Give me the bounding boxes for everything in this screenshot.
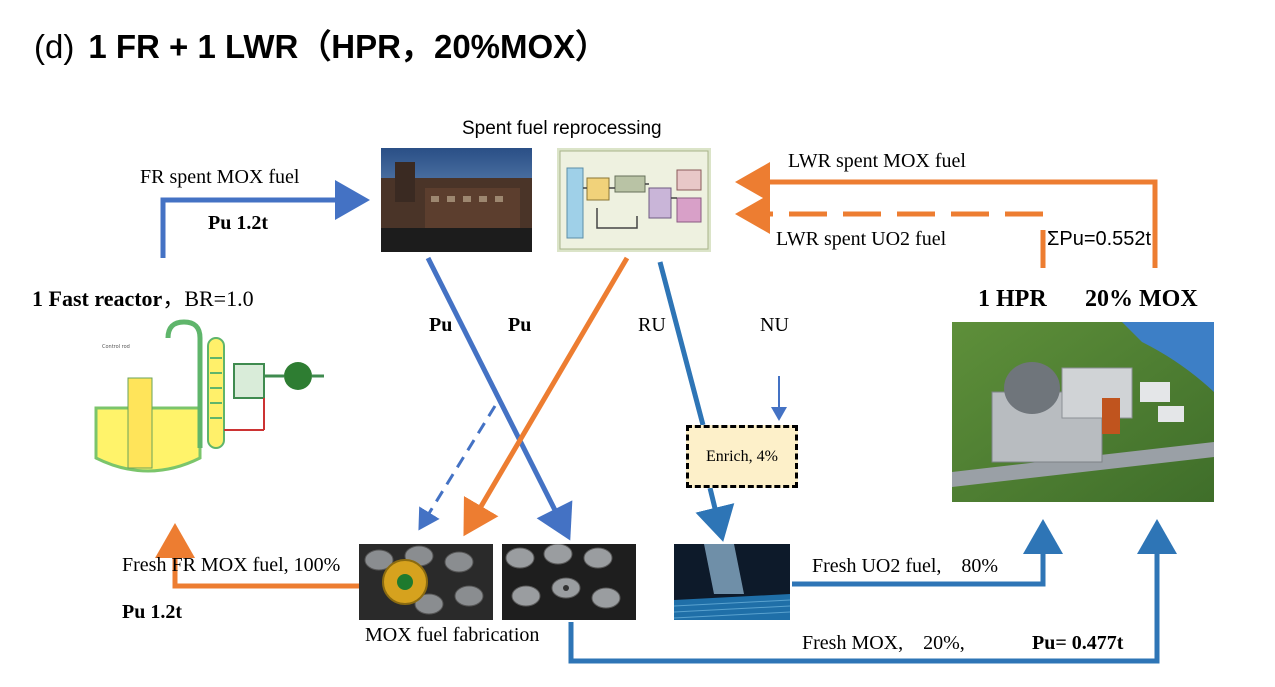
title-letter: (d): [34, 28, 75, 65]
arrow-fresh-uo2: [792, 519, 1063, 587]
arrow-pu-blue: [425, 256, 573, 541]
fresh-uo2-label: Fresh UO2 fuel, 80%: [812, 555, 999, 577]
arrow-lwr-spent-uo2: [735, 194, 1046, 268]
fr-spent-pu-label: Pu 1.2t: [208, 212, 268, 234]
title-text: 1 FR + 1 LWR（HPR，20%MOX）: [88, 28, 609, 65]
enrich-label: Enrich, 4%: [706, 447, 778, 465]
fresh-fr-mox-label: Fresh FR MOX fuel, 100%: [122, 554, 341, 576]
nu-label: NU: [760, 314, 789, 336]
lwr-spent-uo2-label: LWR spent UO2 fuel: [776, 228, 947, 250]
reprocessing-flowsheet-image: [557, 148, 711, 252]
mox-fuel-image-1: [359, 544, 493, 620]
fr-spent-label: FR spent MOX fuel: [140, 166, 300, 188]
fresh-mox-label: Fresh MOX, 20%,: [802, 632, 965, 654]
pu-label-a: Pu: [429, 314, 453, 336]
fresh-fr-pu-label: Pu 1.2t: [122, 601, 182, 623]
fresh-mox-pu-label: Pu= 0.477t: [1032, 632, 1124, 654]
fresh-uo2-fuel-image: [674, 544, 790, 620]
fast-reactor-name: 1 Fast reactor: [32, 286, 163, 311]
reprocessing-plant-image: [381, 148, 532, 252]
hpr-name-label: 1 HPR: [978, 286, 1047, 312]
fast-reactor-image: Control rod: [94, 319, 324, 473]
enrich-box: Enrich, 4%: [686, 425, 798, 488]
mox-fab-label: MOX fuel fabrication: [365, 624, 540, 646]
ru-label: RU: [638, 314, 666, 336]
hpr-plant-image: [952, 322, 1214, 502]
arrow-ru: [657, 261, 706, 426]
fast-reactor-br: ，BR=1.0: [162, 286, 254, 311]
pu-label-b: Pu: [508, 314, 532, 336]
mox-fuel-image-2: [502, 544, 636, 620]
arrow-lwr-spent-mox: [735, 162, 1158, 268]
arrow-enrich-out: [695, 487, 735, 542]
arrow-pu-dashed: [418, 405, 497, 531]
reprocessing-label: Spent fuel reprocessing: [462, 118, 662, 139]
page-title: (d) 1 FR + 1 LWR（HPR，20%MOX）: [34, 20, 608, 68]
svg-text:Control rod: Control rod: [102, 344, 130, 350]
fast-reactor-label: 1 Fast reactor，BR=1.0: [32, 281, 254, 313]
hpr-mox-label: 20% MOX: [1085, 286, 1198, 312]
arrow-pu-orange: [463, 256, 630, 537]
arrow-fr-spent: [160, 180, 370, 258]
lwr-spent-mox-label: LWR spent MOX fuel: [788, 150, 966, 172]
sum-pu-label: ΣPu=0.552t: [1047, 228, 1152, 250]
arrow-fresh-mox: [568, 519, 1177, 664]
arrow-fresh-fr-mox: [155, 523, 362, 589]
